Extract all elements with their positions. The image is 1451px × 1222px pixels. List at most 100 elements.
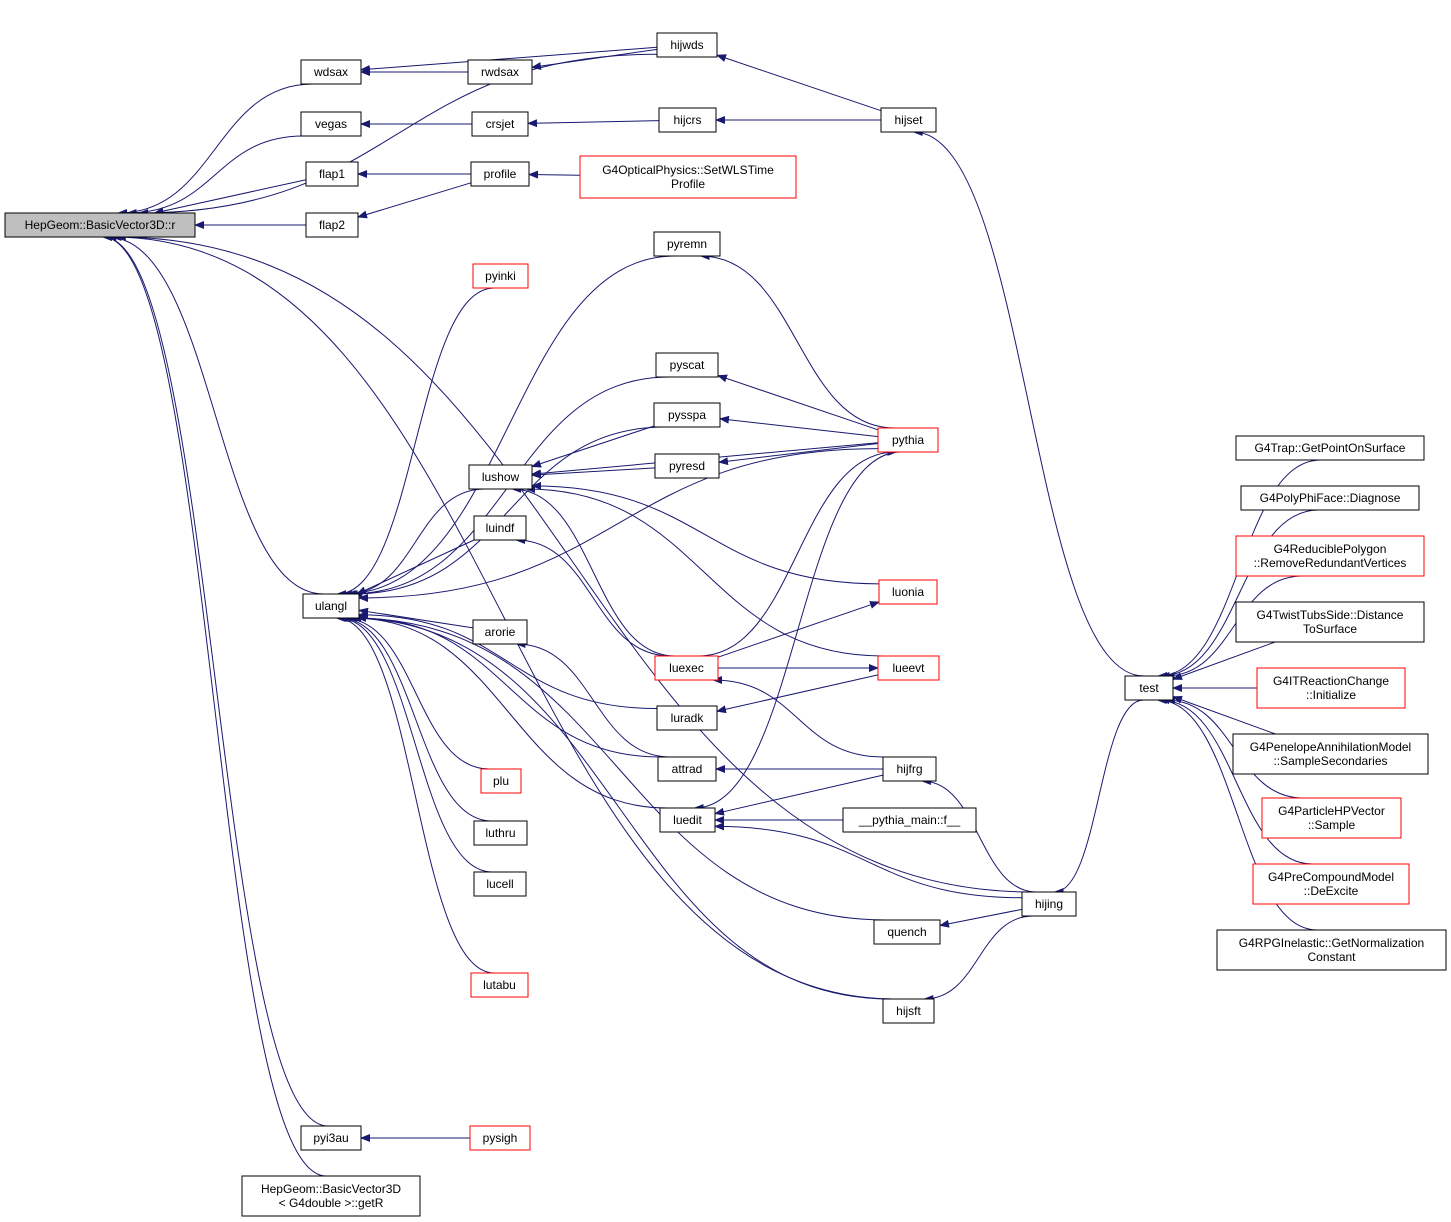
node-label-pyinki-line-0: pyinki [485, 269, 516, 283]
node-pysspa[interactable]: pysspa [653, 402, 721, 428]
node-lutabu[interactable]: lutabu [470, 972, 529, 998]
node-root[interactable]: HepGeom::BasicVector3D::r [4, 212, 196, 238]
edge-hijing-to-hijsft [923, 915, 1034, 1003]
node-luindf[interactable]: luindf [473, 515, 527, 541]
edge-pythia-to-pyresd [718, 443, 879, 466]
node-g4precomp[interactable]: G4PreCompoundModel::DeExcite [1252, 863, 1410, 905]
edge-hijwds-to-wdsax [360, 46, 658, 74]
node-box-g4opt [579, 155, 797, 199]
node-luedit[interactable]: luedit [659, 807, 716, 833]
node-attrad[interactable]: attrad [657, 756, 717, 782]
node-lushow[interactable]: lushow [468, 464, 533, 490]
node-pyi3au[interactable]: pyi3au [300, 1125, 362, 1151]
node-pymain[interactable]: __pythia_main::f__ [842, 807, 977, 833]
node-box-root [4, 212, 196, 238]
node-flap1[interactable]: flap1 [305, 161, 359, 187]
node-g4polyphi[interactable]: G4PolyPhiFace::Diagnose [1240, 485, 1420, 511]
node-luexec[interactable]: luexec [654, 655, 719, 681]
node-plu[interactable]: plu [480, 768, 522, 794]
node-box-g4penel [1232, 733, 1429, 775]
node-box-pythia [877, 427, 939, 453]
node-luradk[interactable]: luradk [656, 705, 718, 731]
node-test[interactable]: test [1124, 675, 1174, 701]
node-box-arorie [472, 619, 528, 645]
node-box-pyremn [653, 231, 721, 257]
edge-quench-to-ulangl [351, 614, 886, 921]
node-getR[interactable]: HepGeom::BasicVector3D< G4double >::getR [241, 1175, 421, 1217]
node-label-crsjet-line-0: crsjet [486, 117, 515, 131]
node-lueevt[interactable]: lueevt [877, 655, 940, 681]
node-label-luthru-line-0: luthru [485, 826, 515, 840]
node-rwdsax[interactable]: rwdsax [467, 59, 533, 85]
node-pyremn[interactable]: pyremn [653, 231, 721, 257]
node-label-g4itreac-line-1: ::Initialize [1306, 688, 1356, 702]
node-label-g4reduc-line-1: ::RemoveRedundantVertices [1254, 556, 1407, 570]
node-pythia[interactable]: pythia [877, 427, 939, 453]
node-lucell[interactable]: lucell [473, 871, 527, 897]
edge-test-to-hijset [912, 128, 1144, 677]
node-label-g4twist-line-0: G4TwistTubsSide::Distance [1257, 608, 1404, 622]
node-box-pyinki [472, 263, 529, 289]
node-box-lushow [468, 464, 533, 490]
node-quench[interactable]: quench [873, 919, 941, 945]
edge-g4rpg-to-test [1156, 696, 1318, 931]
node-hijset[interactable]: hijset [880, 107, 937, 133]
node-box-quench [873, 919, 941, 945]
node-ulangl[interactable]: ulangl [302, 593, 360, 619]
node-pyresd[interactable]: pyresd [654, 453, 720, 479]
node-label-lushow-line-0: lushow [482, 470, 520, 484]
edge-hijsft-to-ulangl [347, 614, 892, 1000]
node-wdsax[interactable]: wdsax [300, 59, 362, 85]
node-crsjet[interactable]: crsjet [471, 111, 529, 137]
edge-hijing-to-quench [939, 908, 1023, 928]
node-label-luindf-line-0: luindf [486, 521, 515, 535]
node-hijing[interactable]: hijing [1021, 891, 1077, 917]
edge-luradk-to-ulangl [358, 610, 658, 710]
edge-pysspa-to-lushow [531, 425, 655, 468]
node-box-crsjet [471, 111, 529, 137]
node-label-g4opt-line-0: G4OpticalPhysics::SetWLSTime [602, 163, 774, 177]
node-luthru[interactable]: luthru [473, 820, 528, 846]
node-label-luexec-line-0: luexec [669, 661, 704, 675]
node-vegas[interactable]: vegas [300, 111, 362, 137]
edge-hijing-to-hijfrg [920, 777, 1037, 893]
node-pysigh[interactable]: pysigh [469, 1125, 531, 1151]
node-pyscat[interactable]: pyscat [655, 352, 719, 378]
node-g4reduc[interactable]: G4ReduciblePolygon::RemoveRedundantVerti… [1235, 535, 1425, 577]
node-label-pyscat-line-0: pyscat [670, 358, 705, 372]
node-profile[interactable]: profile [470, 161, 530, 187]
node-label-luonia-line-0: luonia [892, 585, 924, 599]
edge-hijcrs-to-crsjet [527, 119, 660, 128]
node-label-getR-line-1: < G4double >::getR [279, 1196, 384, 1210]
edge-pyinki-to-ulangl [336, 287, 495, 598]
node-g4trap[interactable]: G4Trap::GetPointOnSurface [1235, 435, 1425, 461]
node-hijfrg[interactable]: hijfrg [882, 756, 937, 782]
node-label-pysspa-line-0: pysspa [668, 408, 706, 422]
node-g4penel[interactable]: G4PenelopeAnnihilationModel::SampleSecon… [1232, 733, 1429, 775]
edge-ulangl-to-root [106, 233, 324, 595]
node-label-g4polyphi-line-0: G4PolyPhiFace::Diagnose [1260, 491, 1401, 505]
node-label-g4penel-line-0: G4PenelopeAnnihilationModel [1250, 740, 1411, 754]
node-hijsft[interactable]: hijsft [882, 998, 935, 1024]
node-pyinki[interactable]: pyinki [472, 263, 529, 289]
node-hijcrs[interactable]: hijcrs [658, 107, 717, 133]
node-box-pyresd [654, 453, 720, 479]
node-hijwds[interactable]: hijwds [656, 32, 718, 58]
edge-flap1-to-root [153, 179, 307, 215]
edge-getR-to-root [101, 233, 327, 1177]
node-luonia[interactable]: luonia [878, 579, 938, 605]
node-box-plu [480, 768, 522, 794]
node-flap2[interactable]: flap2 [305, 212, 359, 238]
edge-attrad-to-ulangl [356, 614, 661, 758]
node-box-getR [241, 1175, 421, 1217]
node-g4itreac[interactable]: G4ITReactionChange::Initialize [1256, 667, 1406, 709]
node-g4phpv[interactable]: G4ParticleHPVector::Sample [1261, 797, 1402, 839]
edge-g4opt-to-profile [528, 170, 581, 179]
node-arorie[interactable]: arorie [472, 619, 528, 645]
node-label-flap1-line-0: flap1 [319, 167, 345, 181]
edge-g4twist-to-test [1172, 641, 1276, 680]
